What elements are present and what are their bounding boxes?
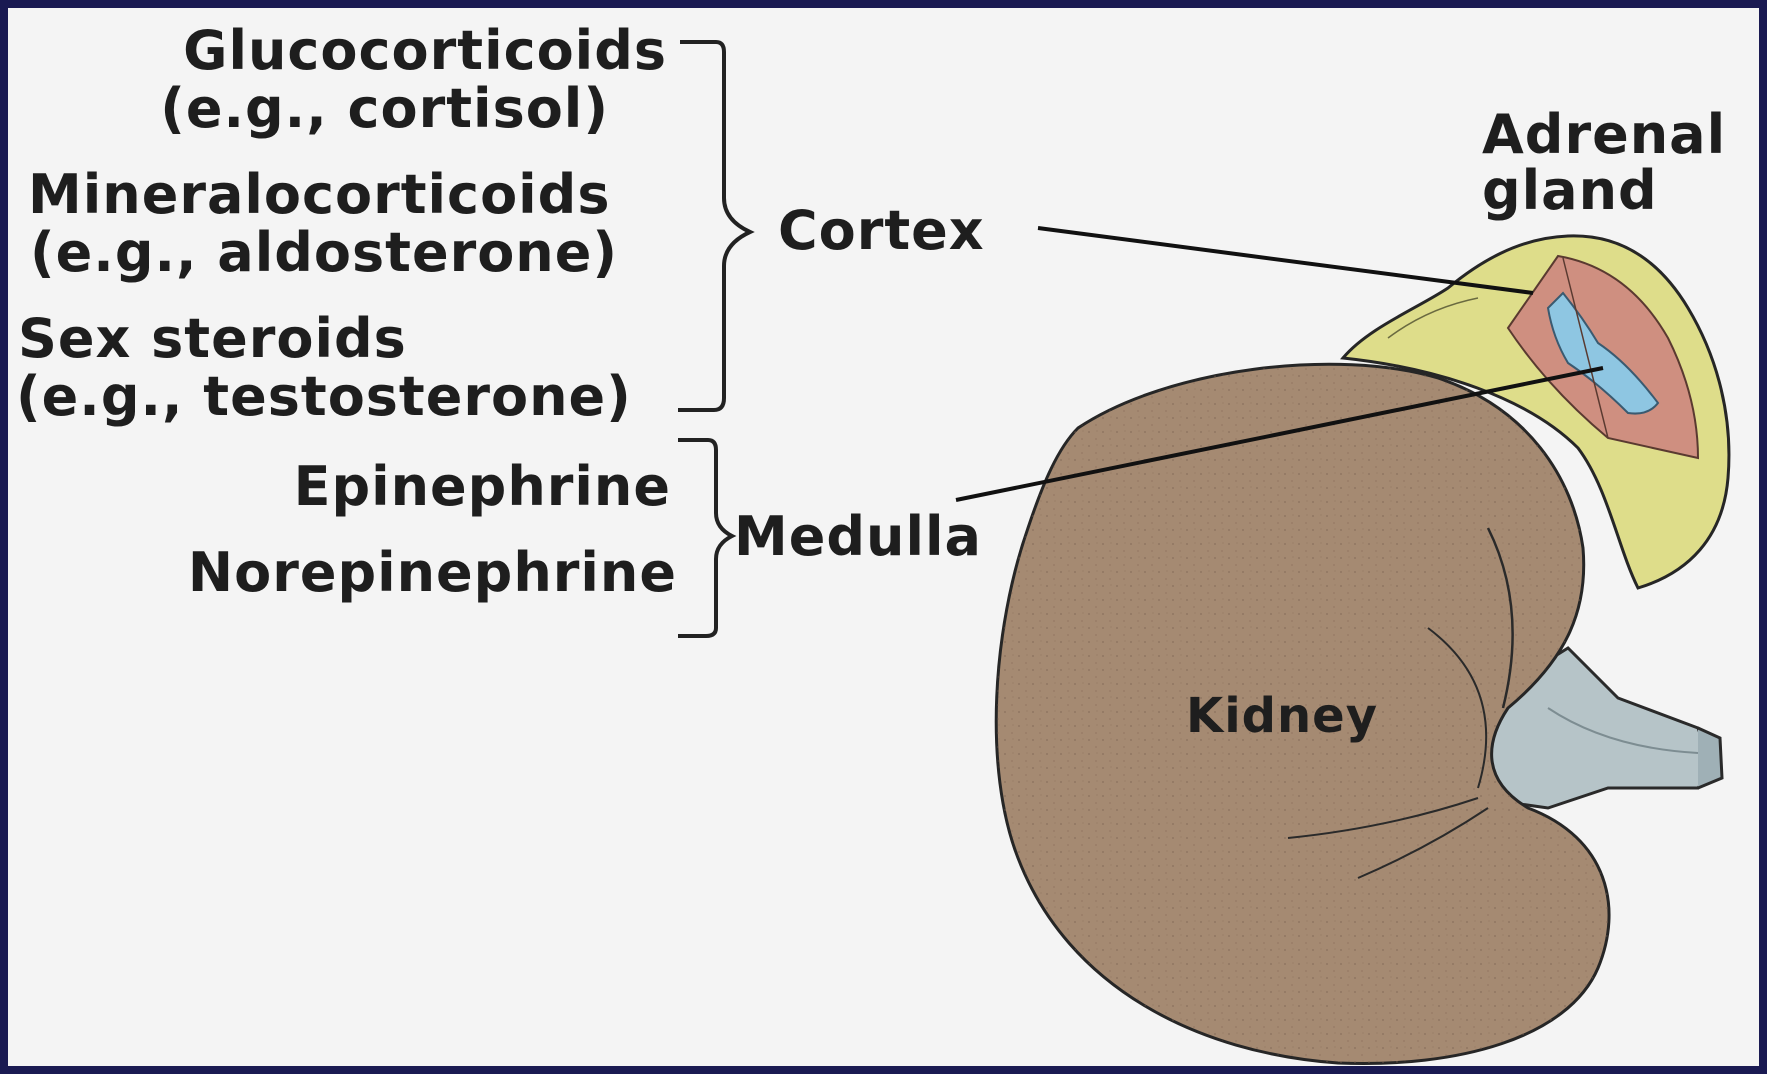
medulla-label: Medulla [734, 510, 982, 564]
cortex-bracket [678, 42, 750, 410]
sex-steroids-label: Sex steroids [18, 312, 407, 366]
adrenal-gland-label-line2: gland [1482, 164, 1658, 218]
epinephrine-label: Epinephrine [294, 460, 671, 514]
medulla-bracket [678, 440, 732, 636]
mineralocorticoids-example: (e.g., aldosterone) [30, 226, 618, 280]
glucocorticoids-label: Glucocorticoids [183, 24, 667, 78]
cortex-label: Cortex [778, 204, 985, 258]
diagram-canvas: Glucocorticoids (e.g., cortisol) Mineral… [8, 8, 1759, 1066]
cortex-pointer-line [1038, 228, 1533, 293]
glucocorticoids-example: (e.g., cortisol) [160, 82, 609, 136]
norepinephrine-label: Norepinephrine [188, 546, 677, 600]
kidney-label: Kidney [1186, 692, 1378, 740]
mineralocorticoids-label: Mineralocorticoids [28, 168, 610, 222]
sex-steroids-example: (e.g., testosterone) [16, 370, 632, 424]
adrenal-gland-label-line1: Adrenal [1482, 108, 1726, 162]
